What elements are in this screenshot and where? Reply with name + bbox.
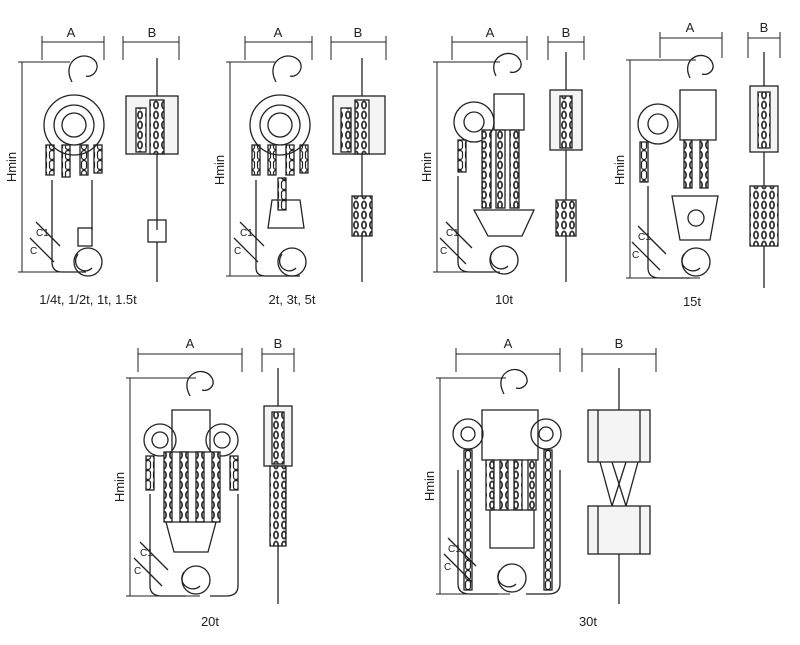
panel-2: A B Hmin C1 C (212, 25, 387, 307)
front-view: C1 C (133, 370, 239, 597)
dim-b-label: B (148, 25, 157, 40)
panel-1: A B Hmin C1 C (4, 25, 180, 307)
dim-a-label: A (186, 336, 195, 351)
dim-hmin-label: Hmin (612, 155, 627, 185)
caption: 2t, 3t, 5t (269, 292, 316, 307)
front-view: C1 C (29, 55, 105, 277)
side-view (549, 52, 583, 282)
dim-c-label: C (632, 250, 639, 261)
dim-a-label: A (67, 25, 76, 40)
caption: 15t (683, 294, 701, 309)
front-view: C1 C (631, 54, 719, 279)
side-view (125, 58, 179, 282)
dim-c-label: C (134, 566, 141, 577)
dim-c-label: C (444, 562, 451, 573)
dim-hmin-label: Hmin (419, 152, 434, 182)
dim-b-label: B (562, 25, 571, 40)
panel-6: A B Hmin C1 (422, 336, 657, 629)
side-view (749, 52, 779, 288)
dim-a-label: A (274, 25, 283, 40)
dim-a-label: A (686, 20, 695, 35)
panel-4: A B Hmin C1 C (612, 20, 781, 309)
dim-c-label: C (440, 246, 447, 257)
dim-c-label: C (234, 246, 241, 257)
caption: 20t (201, 614, 219, 629)
dim-c1-label: C1 (448, 544, 461, 555)
side-view (263, 368, 293, 604)
dim-hmin-label: Hmin (422, 471, 437, 501)
dim-hmin-label: Hmin (4, 152, 19, 182)
panel-3: A B Hmin C1 C (419, 25, 585, 307)
dim-a-label: A (486, 25, 495, 40)
dim-b-label: B (615, 336, 624, 351)
dim-b-label: B (274, 336, 283, 351)
dim-c1-label: C1 (446, 228, 459, 239)
dim-hmin-label: Hmin (212, 155, 227, 185)
dim-b-label: B (354, 25, 363, 40)
caption: 30t (579, 614, 597, 629)
caption: 1/4t, 1/2t, 1t, 1.5t (39, 292, 137, 307)
dim-c1-label: C1 (638, 232, 651, 243)
dim-c1-label: C1 (36, 228, 49, 239)
panel-5: A B Hmin C1 (112, 336, 295, 629)
caption: 10t (495, 292, 513, 307)
dim-a-label: A (504, 336, 513, 351)
dim-hmin-label: Hmin (112, 472, 127, 502)
dim-c-label: C (30, 246, 37, 257)
front-view: C1 C (439, 52, 536, 275)
dim-c1-label: C1 (140, 548, 153, 559)
side-view (587, 368, 651, 604)
front-view: C1 C (443, 368, 562, 595)
side-view (332, 58, 386, 282)
dim-b-label: B (760, 20, 769, 35)
dim-c1-label: C1 (240, 228, 253, 239)
front-view: C1 C (233, 55, 311, 277)
